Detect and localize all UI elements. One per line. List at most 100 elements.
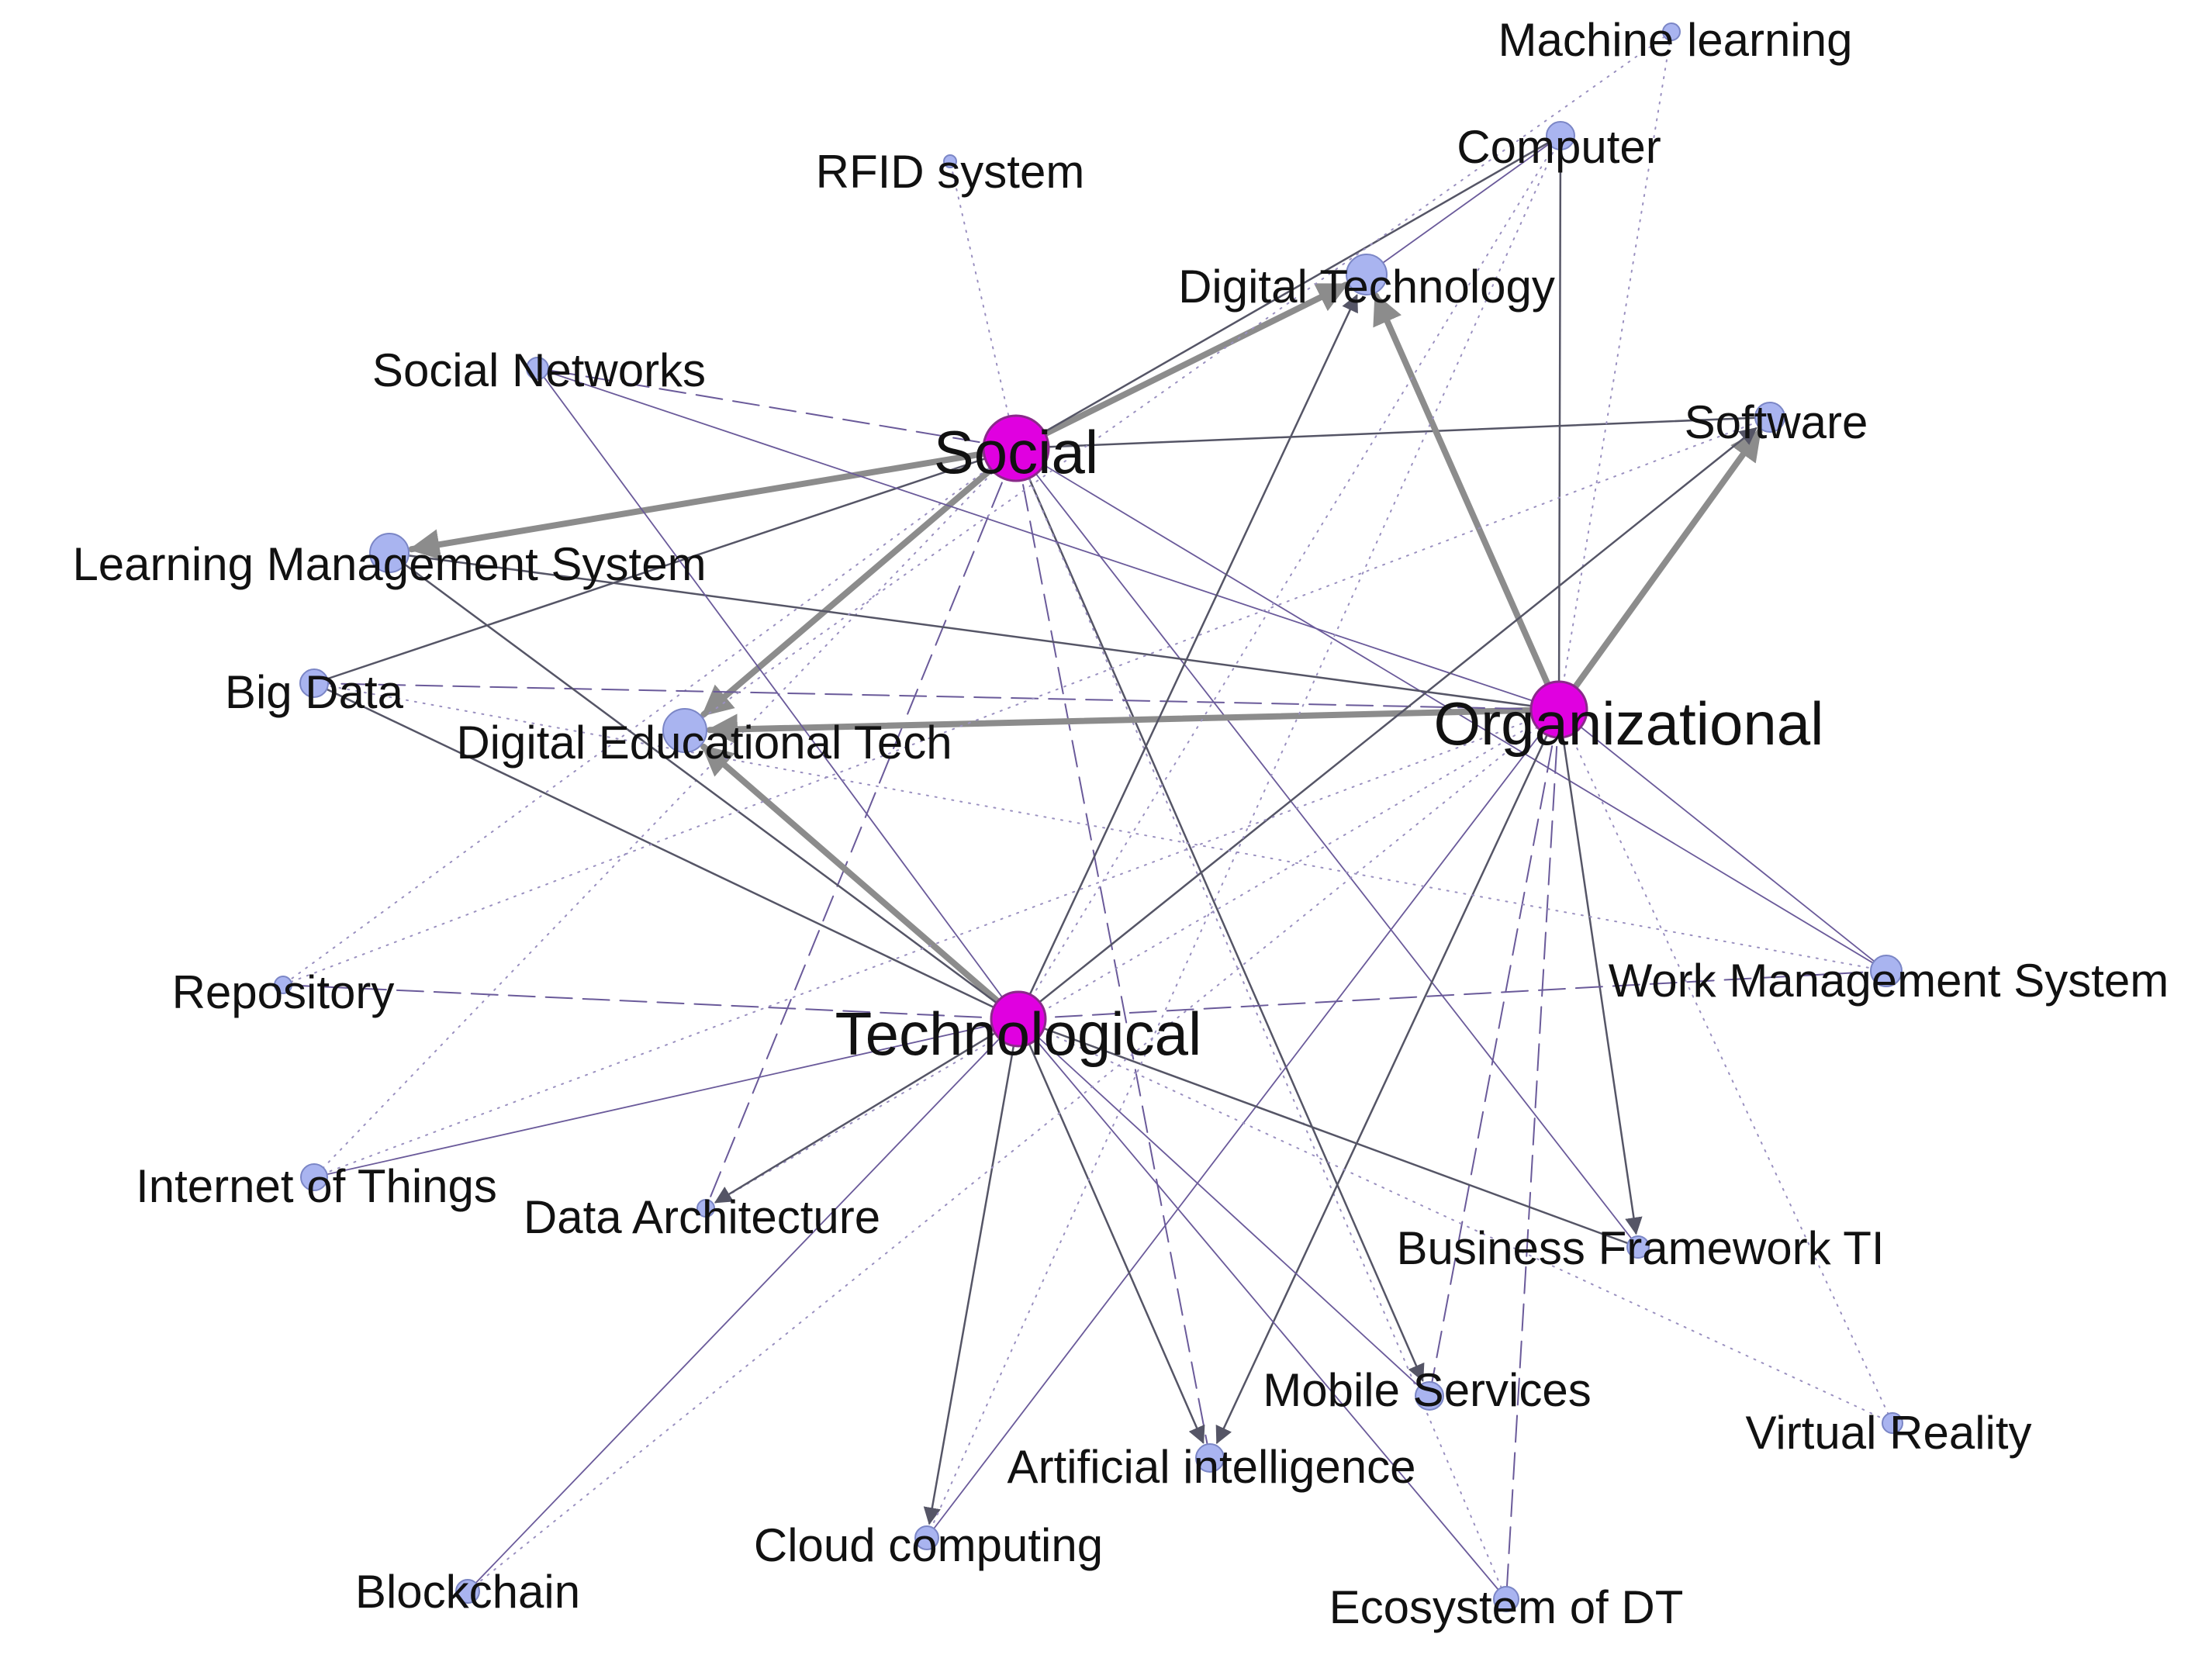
node-software bbox=[1754, 402, 1785, 433]
edge-tech-iot bbox=[313, 1018, 1019, 1178]
node-label-mobile: Mobile Services bbox=[1263, 1364, 1592, 1416]
node-label-eco: Ecosystem of DT bbox=[1329, 1581, 1684, 1633]
edges-layer bbox=[282, 31, 1893, 1600]
node-socnet bbox=[526, 357, 549, 380]
node-lms bbox=[369, 533, 410, 573]
edge-computer-digtech bbox=[1366, 135, 1561, 275]
edge-org-bigdata bbox=[313, 682, 1560, 710]
node-iot bbox=[300, 1163, 328, 1191]
edge-org-socnet bbox=[537, 368, 1560, 710]
node-digtech bbox=[1346, 254, 1388, 295]
node-rfid bbox=[943, 154, 957, 168]
edge-repo-software bbox=[282, 416, 1771, 986]
edge-social-mobile bbox=[1014, 447, 1425, 1382]
node-vr bbox=[1882, 1412, 1903, 1434]
node-label-ai: Artificial intelligence bbox=[1007, 1441, 1416, 1493]
edge-social-lms bbox=[408, 445, 1019, 561]
edge-tech-eco bbox=[1018, 1018, 1507, 1600]
edge-tech-blockchain bbox=[467, 1018, 1019, 1592]
node-social bbox=[982, 414, 1050, 482]
edge-org-software bbox=[1556, 428, 1763, 713]
edge-tech-ai bbox=[1017, 1017, 1205, 1444]
node-blockchain bbox=[455, 1579, 480, 1604]
edge-iot-org bbox=[313, 709, 1560, 1178]
node-label-blockchain: Blockchain bbox=[355, 1566, 580, 1618]
node-bigdata bbox=[299, 668, 329, 698]
node-ml bbox=[1662, 22, 1681, 41]
node-label-dataarch: Data Architecture bbox=[524, 1191, 880, 1243]
edge-social-computer bbox=[1014, 134, 1562, 450]
node-det bbox=[662, 708, 707, 753]
node-eco bbox=[1493, 1586, 1519, 1612]
edge-tech-socnet bbox=[537, 368, 1019, 1020]
edge-social-ai bbox=[1015, 447, 1211, 1459]
edge-org-ml bbox=[1558, 31, 1672, 710]
edge-org-vr bbox=[1558, 709, 1893, 1424]
edge-tech-det bbox=[700, 743, 1021, 1022]
node-cloud bbox=[914, 1525, 939, 1550]
edge-org-cloud bbox=[926, 709, 1560, 1539]
edge-org-computer bbox=[1557, 134, 1562, 711]
edge-org-digtech bbox=[1373, 292, 1562, 713]
edge-org-mobile bbox=[1429, 709, 1560, 1397]
edge-tech-vr bbox=[1018, 1018, 1893, 1424]
edge-social-socnet bbox=[537, 368, 1017, 449]
edge-social-bfti bbox=[1015, 447, 1639, 1248]
node-label-software: Software bbox=[1685, 396, 1868, 448]
node-mobile bbox=[1415, 1381, 1444, 1411]
node-label-org: Organizational bbox=[1434, 689, 1824, 758]
edge-ml-det bbox=[684, 31, 1672, 731]
edge-social-software bbox=[1014, 416, 1771, 450]
nodes-layer bbox=[274, 22, 1903, 1612]
edge-tech-dataarch bbox=[714, 1017, 1020, 1204]
node-label-socnet: Social Networks bbox=[372, 344, 706, 396]
edge-org-lms bbox=[388, 551, 1560, 711]
node-bfti bbox=[1626, 1235, 1650, 1259]
node-label-tech: Technological bbox=[835, 1000, 1202, 1068]
edge-org-dataarch bbox=[705, 709, 1560, 1209]
edge-tech-lms bbox=[388, 551, 1020, 1021]
edge-org-eco bbox=[1505, 709, 1560, 1600]
node-computer bbox=[1546, 121, 1575, 150]
node-org bbox=[1529, 680, 1588, 739]
edge-social-rfid bbox=[949, 161, 1017, 449]
node-label-ml: Machine learning bbox=[1498, 14, 1853, 66]
node-label-det: Digital Educational Tech bbox=[456, 717, 952, 769]
node-label-wms: Work Management System bbox=[1609, 955, 2169, 1007]
edge-social-bigdata bbox=[313, 447, 1018, 685]
node-label-repo: Repository bbox=[172, 966, 395, 1018]
edge-tech-computer bbox=[1018, 135, 1561, 1020]
edge-tech-cloud bbox=[923, 1017, 1020, 1525]
edge-tech-mobile bbox=[1018, 1018, 1430, 1397]
node-dataarch bbox=[696, 1199, 715, 1218]
edge-tech-software bbox=[1017, 427, 1758, 1021]
edge-cloud-computer bbox=[926, 135, 1561, 1539]
edge-org-det bbox=[706, 706, 1562, 745]
node-label-digtech: Digital Technology bbox=[1178, 261, 1555, 313]
node-label-vr: Virtual Reality bbox=[1745, 1407, 2031, 1459]
node-label-bigdata: Big Data bbox=[225, 666, 404, 718]
node-label-lms: Learning Management System bbox=[72, 538, 706, 590]
node-label-iot: Internet of Things bbox=[136, 1160, 497, 1212]
edge-social-digtech bbox=[1013, 282, 1350, 451]
node-ai bbox=[1195, 1443, 1225, 1473]
edge-blockchain-org bbox=[467, 709, 1560, 1592]
edge-social-dataarch bbox=[705, 447, 1017, 1209]
edge-tech-digtech bbox=[1017, 294, 1358, 1021]
node-label-cloud: Cloud computing bbox=[754, 1519, 1103, 1571]
edge-tech-repo bbox=[282, 984, 1019, 1020]
node-repo bbox=[274, 976, 292, 994]
node-label-bfti: Business Framework TI bbox=[1396, 1222, 1884, 1274]
edge-tech-wms bbox=[1018, 970, 1887, 1020]
edge-org-bfti bbox=[1557, 708, 1643, 1235]
node-label-computer: Computer bbox=[1457, 121, 1661, 173]
node-label-rfid: RFID system bbox=[816, 146, 1085, 198]
edge-org-ai bbox=[1215, 708, 1560, 1445]
node-label-social: Social bbox=[934, 418, 1098, 486]
edge-social-det bbox=[700, 445, 1019, 718]
edge-tech-bfti bbox=[1017, 1017, 1640, 1249]
edge-social-repo bbox=[282, 447, 1017, 986]
edge-bigdata-wms bbox=[313, 682, 1887, 972]
